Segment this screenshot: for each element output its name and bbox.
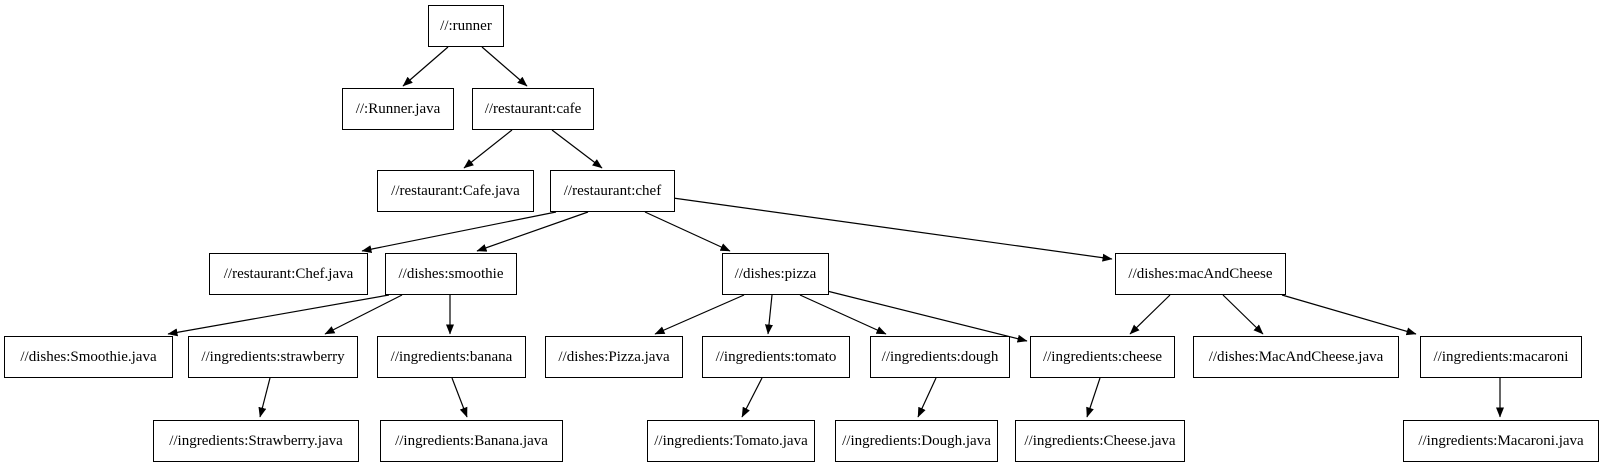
edge-tomato-tomato_java: [741, 377, 763, 418]
graph-node-macandcheese-java: //dishes:MacAndCheese.java: [1193, 336, 1399, 378]
graph-node-runner: //:runner: [428, 5, 504, 47]
graph-node-cheese-java: //ingredients:Cheese.java: [1015, 420, 1185, 462]
graph-node-strawberry-java: //ingredients:Strawberry.java: [153, 420, 359, 462]
edge-dough-dough_java: [917, 377, 937, 418]
graph-node-macandcheese: //dishes:macAndCheese: [1115, 253, 1286, 295]
edge-macandcheese-macaroni: [1281, 294, 1417, 336]
graph-node-cheese: //ingredients:cheese: [1030, 336, 1175, 378]
edge-runner-cafe: [481, 46, 528, 87]
graph-node-pizza: //dishes:pizza: [722, 253, 829, 295]
edge-chef-smoothie: [476, 211, 589, 252]
graph-node-chef: //restaurant:chef: [550, 170, 675, 212]
edge-smoothie-strawberry: [324, 294, 403, 335]
graph-node-banana-java: //ingredients:Banana.java: [380, 420, 563, 462]
edge-cafe-chef: [551, 129, 603, 169]
graph-node-smoothie-java: //dishes:Smoothie.java: [4, 336, 173, 378]
edge-cheese-cheese_java: [1086, 377, 1101, 418]
graph-node-cafe-java: //restaurant:Cafe.java: [377, 170, 534, 212]
edge-chef-pizza: [644, 211, 731, 252]
edge-pizza-dough: [799, 294, 887, 335]
edge-pizza-cheese: [826, 290, 1028, 343]
graph-node-dough: //ingredients:dough: [870, 336, 1010, 378]
graph-node-chef-java: //restaurant:Chef.java: [209, 253, 368, 295]
edge-chef-chef_java: [361, 211, 557, 254]
graph-node-tomato-java: //ingredients:Tomato.java: [647, 420, 815, 462]
graph-node-dough-java: //ingredients:Dough.java: [835, 420, 998, 462]
edge-smoothie-smoothie_java: [167, 294, 390, 337]
edge-strawberry-strawberry_java: [258, 377, 271, 418]
graph-node-pizza-java: //dishes:Pizza.java: [545, 336, 683, 378]
graph-node-strawberry: //ingredients:strawberry: [188, 336, 358, 378]
edge-macandcheese-macandcheese_java: [1222, 294, 1264, 335]
graph-node-cafe: //restaurant:cafe: [472, 88, 594, 130]
graph-node-macaroni-java: //ingredients:Macaroni.java: [1403, 420, 1599, 462]
edge-cafe-cafe_java: [463, 129, 513, 169]
edge-banana-banana_java: [451, 377, 468, 418]
graph-node-banana: //ingredients:banana: [377, 336, 526, 378]
edge-chef-macandcheese: [672, 197, 1113, 262]
graph-node-smoothie: //dishes:smoothie: [385, 253, 517, 295]
edge-pizza-pizza_java: [654, 294, 745, 335]
graph-node-runner-java: //:Runner.java: [342, 88, 454, 130]
edge-runner-runner_java: [402, 46, 449, 87]
edge-macandcheese-cheese: [1129, 294, 1171, 335]
edge-pizza-tomato: [764, 294, 773, 335]
graph-node-macaroni: //ingredients:macaroni: [1420, 336, 1582, 378]
graph-node-tomato: //ingredients:tomato: [702, 336, 850, 378]
